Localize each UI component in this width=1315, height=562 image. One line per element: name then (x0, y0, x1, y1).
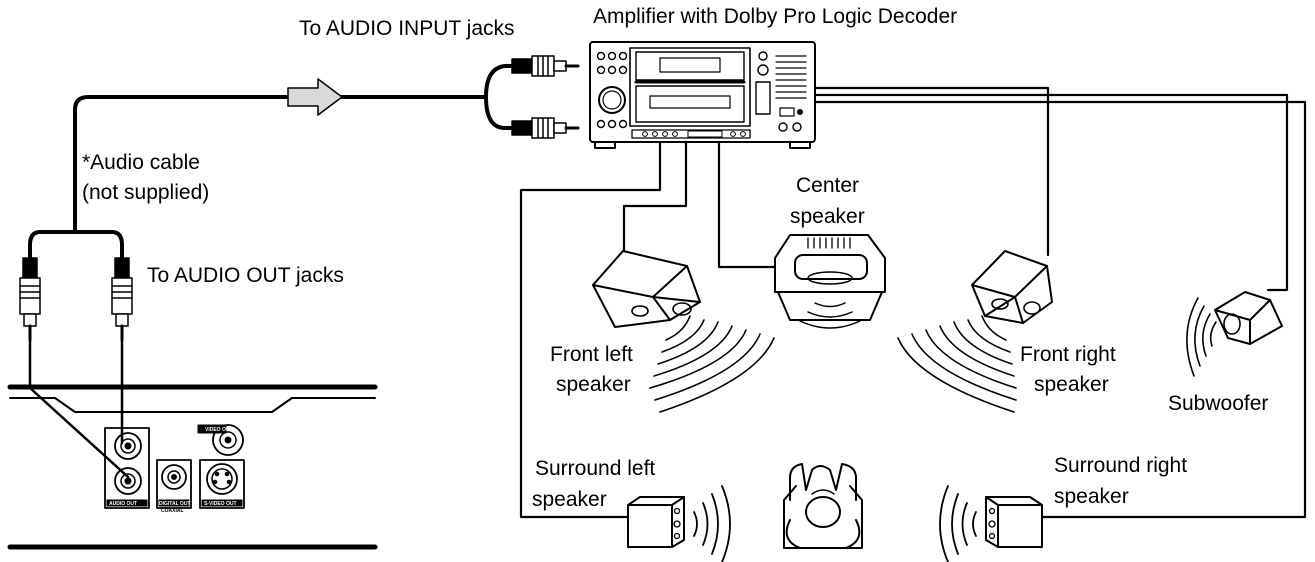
center-speaker (774, 234, 886, 329)
label-front-right-2: speaker (1034, 373, 1109, 396)
front-left-sound-waves (649, 315, 775, 413)
audio-cable (28, 64, 514, 260)
label-center-1: Center (796, 174, 860, 197)
panel-label-coaxial: COAXIAL (161, 508, 184, 514)
label-subwoofer: Subwoofer (1168, 392, 1269, 415)
panel-label-s-video-out: S-VIDEO OUT (204, 501, 237, 507)
rca-plug-right (111, 257, 133, 342)
panel-label-digital-out: DIGITAL OUT (159, 501, 190, 507)
panel-label-video-out: VIDEO OUT (205, 427, 233, 433)
label-surround-right-2: speaker (1054, 485, 1129, 508)
surround-left-speaker (627, 496, 685, 548)
label-surround-left-1: Surround left (535, 457, 656, 480)
player-rear-panel (7, 384, 378, 550)
label-front-left-2: speaker (556, 373, 631, 396)
label-surround-left-2: speaker (532, 488, 607, 511)
label-amplifier: Amplifier with Dolby Pro Logic Decoder (593, 5, 958, 28)
signal-direction-arrow (287, 78, 343, 116)
label-to-audio-out: To AUDIO OUT jacks (147, 264, 344, 287)
label-to-audio-input: To AUDIO INPUT jacks (299, 17, 515, 40)
listener-figure (783, 463, 863, 549)
subwoofer-sound-waves (1186, 297, 1217, 377)
front-right-sound-waves (897, 315, 1017, 413)
surround-right-speaker (985, 496, 1043, 548)
amplifier-unit (589, 41, 816, 149)
rca-plug-lower (511, 117, 580, 139)
subwoofer-speaker (1214, 291, 1283, 345)
front-right-speaker (971, 250, 1053, 324)
label-center-2: speaker (790, 205, 865, 228)
label-audio-cable-1: *Audio cable (82, 151, 200, 174)
surround-left-sound-waves (693, 485, 731, 562)
label-audio-cable-2: (not supplied) (82, 181, 210, 204)
front-left-speaker (592, 250, 701, 328)
speaker-wires (519, 86, 1307, 519)
panel-label-audio-out: AUDIO OUT (109, 501, 137, 507)
label-front-right-1: Front right (1020, 343, 1116, 366)
rca-plug-left (19, 257, 41, 342)
label-front-left-1: Front left (550, 343, 633, 366)
rca-plug-upper (511, 55, 580, 77)
surround-right-sound-waves (939, 485, 977, 562)
label-surround-right-1: Surround right (1054, 454, 1188, 477)
